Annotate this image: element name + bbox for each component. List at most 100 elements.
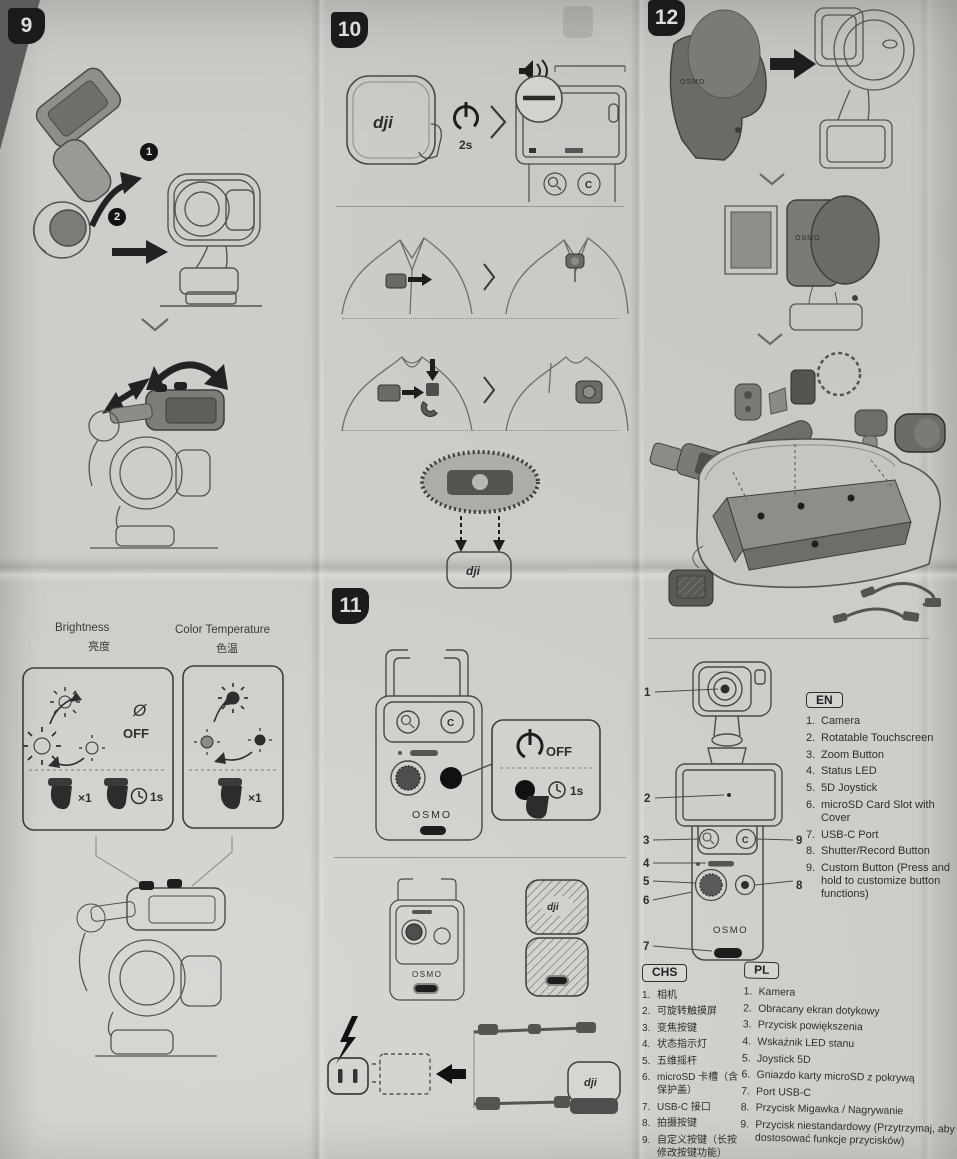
light-module-drawing [35,67,122,203]
windscreen-illustration: dji [420,450,540,589]
power-off-callout: OFF 1s [491,719,601,821]
osmo-cover-label: OSMO [795,235,820,242]
list-item: 3.Zoom Button [806,748,884,761]
list-item: 4.Status LED [806,765,877,778]
chevron-down-icon [757,333,783,346]
c-button-label: C [742,835,749,845]
usbc-cable-2 [473,1096,570,1110]
mic-transmitter-outline [446,551,512,589]
pl-tag: PL [743,961,780,980]
list-item: 6.microSD 卡槽（含保护盖） [642,1072,739,1097]
osmo-label: OSMO [412,809,452,821]
list-item: 4.状态指示灯 [642,1039,707,1051]
list-item: 6.microSD Card Slot with Cover [806,798,935,825]
list-item: 3.变焦按键 [642,1022,697,1034]
press-once-ct-label: ×1 [248,791,262,805]
handle-back-drawing [375,649,483,841]
mic-charging-drawing: dji [567,1061,621,1114]
chevron-down-icon [141,318,169,332]
osmo-device-drawing [389,878,465,1001]
list-item: 8.Shutter/Record Button [806,845,930,858]
press-once-label: ×1 [78,791,92,805]
chs-tag: CHS [642,964,688,982]
mic-body [377,384,401,402]
camera-with-light-illustration [76,879,226,1057]
attach-arrow-icon [408,273,432,286]
svg-text:7: 7 [643,941,649,953]
brightness-label-en: Brightness [55,622,110,634]
lightning-icon [336,1016,358,1064]
light-on-camera-drawing [76,879,226,933]
step-1-marker: 1 [140,143,158,161]
ink-bleed-mark [563,6,593,38]
color-temp-label-en: Color Temperature [175,624,271,636]
power-icon [516,729,544,760]
dashed-arrows-down [460,516,500,540]
mic-transmitter-drawing: dji [346,75,442,165]
carry-case-drawing [692,438,941,589]
next-step-icon [483,263,496,291]
step-12-number: 12 [654,6,679,29]
fold-crease-left [310,0,326,1159]
clip-shell-drawing [32,201,91,259]
light-controls-panel: Ø OFF ×1 1s [22,665,284,831]
cables-packed [832,582,941,624]
camera-with-cover-drawing: OSMO [724,195,880,331]
list-item: 9.Przycisk niestandardowy (Przytrzymaj, … [740,1118,955,1148]
step-9-number: 9 [20,14,33,37]
list-item: 6.Gniazdo karty microSD z pokrywą [741,1068,915,1085]
colortemp-cycle-icons [194,683,272,764]
charging-cables-illustration: dji [327,1016,621,1114]
camera-screen-drawing [515,85,627,165]
step-10-number: 10 [337,18,362,41]
panel11-power-off-illustration: C OSMO OFF 1s [375,649,601,841]
cover-installed-illustration: OSMO [724,195,880,331]
camera-body-outline [78,932,222,1057]
power-icon [452,102,479,131]
dotted-divider [342,430,620,431]
list-item: 9.自定义按键（长按修改按键功能） [642,1134,737,1159]
dji-logo: dji [547,902,559,913]
brightness-box [22,667,174,831]
down-arrow-icon [426,359,439,381]
usbc-cable-1 [473,1022,596,1035]
rotate-arrow-icon [89,172,142,228]
callout-line [461,763,493,777]
finger-icon [526,796,549,819]
list-item: 5.Joystick 5D [741,1051,811,1066]
mic-device-drawing: dji [525,879,589,997]
step-11-number: 11 [339,594,362,617]
press-once-icon [48,778,72,810]
magnet-attach-illustration [341,356,629,432]
callout-connector-lines [95,836,233,891]
osmo-label: OSMO [412,970,442,979]
next-step-icon [490,105,507,139]
svg-text:9: 9 [796,835,802,847]
mic-clip-before [385,273,407,289]
svg-text:5: 5 [643,876,650,888]
magnet-plate [426,383,439,396]
leader-lines [652,688,794,952]
dji-logo: dji [466,564,481,578]
list-item: 4.Wskaźnik LED stanu [742,1035,855,1050]
panel9-attach-illustration [32,67,262,307]
hold-1s-label: 1s [570,784,584,798]
svg-text:8: 8 [796,880,803,892]
chs-items: 1.相机 2.可旋转触摸屏 3.变焦按键 4.状态指示灯 5.五维摇杆 6.mi… [642,989,742,1159]
list-item: 1.Kamera [743,985,796,999]
list-item: 3.Przycisk powiększenia [742,1018,863,1034]
pl-items: 1.Kamera 2.Obracany ekran dotykowy 3.Prz… [740,985,957,1150]
cover-packed [894,413,946,453]
torso-before [341,237,473,315]
screen-drawing [675,763,783,827]
panel9-adjust-illustration [88,361,228,549]
torso-after [505,237,629,315]
clock-icon [130,787,148,805]
callout-numbers: 1 2 3 4 5 6 7 8 9 [643,687,803,953]
list-item: 9.Custom Button (Press and hold to custo… [806,862,951,901]
list-item: 5.五维摇杆 [642,1055,697,1067]
record-button [440,767,462,789]
svg-text:1: 1 [644,687,651,699]
next-step-icon [483,376,496,404]
